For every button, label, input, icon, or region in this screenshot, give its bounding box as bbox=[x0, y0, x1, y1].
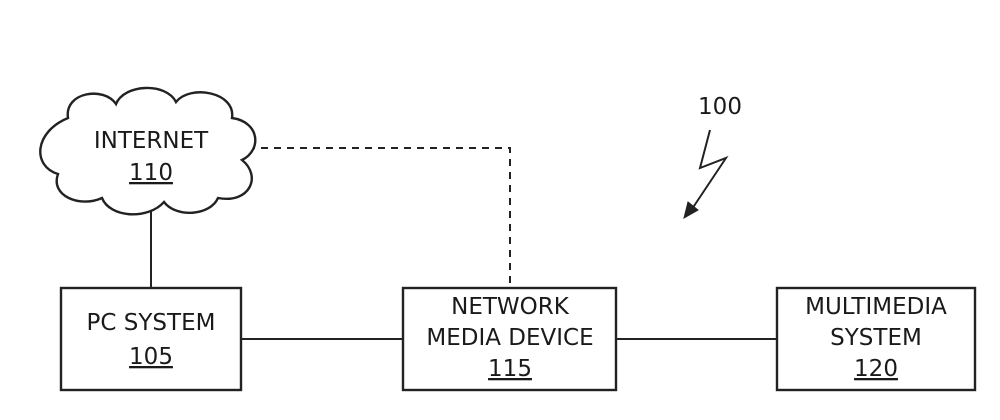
squiggle-leader-line bbox=[689, 129, 729, 213]
internet-cloud-node: INTERNET 110 bbox=[39, 86, 257, 216]
arrowhead-icon bbox=[683, 201, 699, 220]
network-media-device-label-line-2: MEDIA DEVICE bbox=[426, 325, 593, 351]
multimedia-system-node: MULTIMEDIA SYSTEM 120 bbox=[775, 286, 977, 392]
network-media-device-label-line-1: NETWORK bbox=[451, 294, 570, 320]
cloud-shape bbox=[39, 86, 257, 216]
figure-ref-number: 100 bbox=[698, 94, 742, 120]
pc-system-box bbox=[59, 286, 243, 392]
multimedia-system-label-line-1: MULTIMEDIA bbox=[805, 294, 947, 320]
pc-system-node: PC SYSTEM 105 bbox=[59, 286, 243, 392]
internet-ref-number: 110 bbox=[129, 160, 173, 186]
connection-internet-network-media-device bbox=[248, 147, 511, 288]
multimedia-system-label-line-2: SYSTEM bbox=[830, 325, 922, 351]
internet-label: INTERNET bbox=[94, 128, 209, 154]
multimedia-system-box bbox=[775, 286, 977, 392]
pc-system-ref-number: 105 bbox=[129, 344, 173, 370]
figure-reference: 100 bbox=[683, 94, 742, 220]
multimedia-system-ref-number: 120 bbox=[854, 356, 898, 382]
network-media-device-node: NETWORK MEDIA DEVICE 115 bbox=[401, 286, 618, 392]
network-media-device-box bbox=[401, 286, 618, 392]
network-media-device-ref-number: 115 bbox=[488, 356, 532, 382]
pc-system-label: PC SYSTEM bbox=[87, 310, 216, 336]
